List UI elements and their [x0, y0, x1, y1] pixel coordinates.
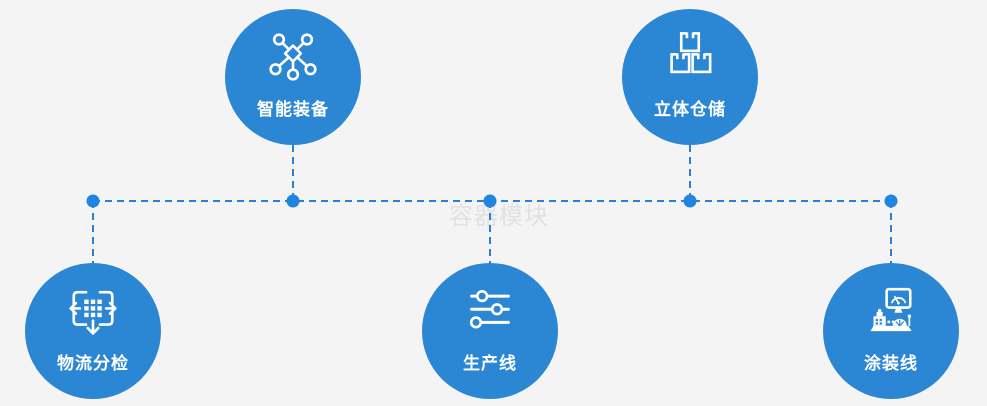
- stacked-boxes-icon: [670, 31, 712, 73]
- node-painting-line[interactable]: 涂装线: [823, 263, 959, 399]
- node-label: 生产线: [463, 353, 517, 373]
- junction-dot: [86, 194, 100, 208]
- node-label: 立体仓储: [654, 99, 726, 119]
- node-3d-warehouse[interactable]: 立体仓储: [622, 9, 758, 145]
- node-logistics-sorting[interactable]: 物流分检: [25, 263, 161, 399]
- sliders-icon: [469, 289, 510, 328]
- node-label: 涂装线: [864, 353, 918, 373]
- junction-dot: [286, 194, 300, 208]
- network-nodes-icon: [269, 32, 317, 81]
- node-label: 智能装备: [257, 99, 329, 119]
- node-production-line[interactable]: 生产线: [422, 263, 558, 399]
- junction-dot: [683, 194, 697, 208]
- junction-dot: [483, 194, 497, 208]
- move-sort-icon: [69, 290, 117, 335]
- watermark-text: 容器模块: [449, 203, 549, 230]
- control-station-icon: [870, 287, 912, 331]
- node-smart-equipment[interactable]: 智能装备: [225, 9, 361, 145]
- junction-dot: [884, 194, 898, 208]
- node-label: 物流分检: [57, 353, 129, 373]
